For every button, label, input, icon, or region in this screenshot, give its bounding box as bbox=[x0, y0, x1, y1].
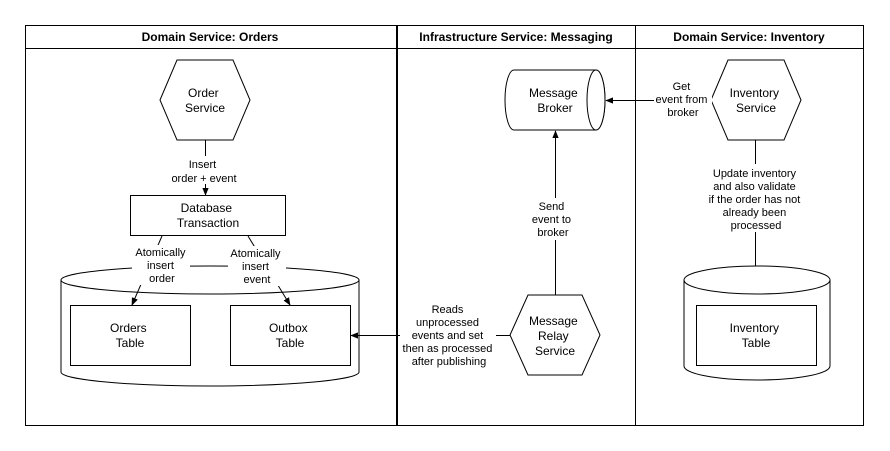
label-insert-order-event: Insert order + event bbox=[166, 156, 244, 185]
svg-text:Update inventory and als: Update inventory and also validate if th… bbox=[709, 168, 804, 232]
database-transaction-label: Database Transaction bbox=[177, 201, 239, 230]
message-broker-label: Message Broker bbox=[529, 86, 581, 115]
message-relay-service-node[interactable]: Message Relay Service bbox=[509, 294, 601, 376]
message-broker-node[interactable]: Message Broker bbox=[504, 69, 606, 131]
lane-orders-title: Domain Service: Orders bbox=[142, 30, 279, 44]
svg-text:Reads unprocessed: Reads unprocessed events and set then as… bbox=[403, 304, 496, 368]
inventory-table-label: Inventory Table bbox=[730, 321, 783, 350]
outbox-table-node[interactable]: Outbox Table bbox=[230, 305, 351, 366]
label-atomically-insert-order: Atomically insert order bbox=[132, 245, 190, 285]
lane-inventory-title: Domain Service: Inventory bbox=[673, 30, 825, 44]
inventory-service-node[interactable]: Inventory Service bbox=[710, 59, 802, 141]
label-send-event-to-broker: Send event to broker bbox=[527, 198, 583, 240]
orders-table-node[interactable]: Orders Table bbox=[70, 305, 191, 366]
svg-text:Send event to brok: Send event to broker bbox=[532, 201, 574, 239]
inventory-table-node[interactable]: Inventory Table bbox=[696, 305, 817, 366]
lane-messaging-title: Infrastructure Service: Messaging bbox=[419, 30, 612, 44]
svg-text:Atomically insert: Atomically insert event bbox=[230, 248, 283, 286]
label-reads-unprocessed: Reads unprocessed events and set then as… bbox=[400, 301, 496, 369]
outbox-table-label: Outbox Table bbox=[269, 321, 311, 350]
label-get-event-from-broker: Get event from broker bbox=[654, 78, 712, 120]
svg-text:Insert order + event: Insert order + event bbox=[171, 159, 236, 185]
message-relay-service-label: Message Relay Service bbox=[529, 314, 581, 358]
svg-text:Atomically insert: Atomically insert order bbox=[135, 247, 188, 285]
orders-table-label: Orders Table bbox=[110, 321, 150, 350]
order-service-node[interactable]: Order Service bbox=[159, 59, 251, 141]
inventory-service-label: Inventory Service bbox=[730, 86, 783, 115]
order-service-label: Order Service bbox=[185, 86, 225, 115]
svg-text:Get event from bro: Get event from broker bbox=[655, 81, 710, 119]
database-transaction-node[interactable]: Database Transaction bbox=[130, 195, 286, 236]
label-atomically-insert-event: Atomically insert event bbox=[228, 246, 286, 286]
label-update-inventory: Update inventory and also validate if th… bbox=[706, 164, 806, 232]
